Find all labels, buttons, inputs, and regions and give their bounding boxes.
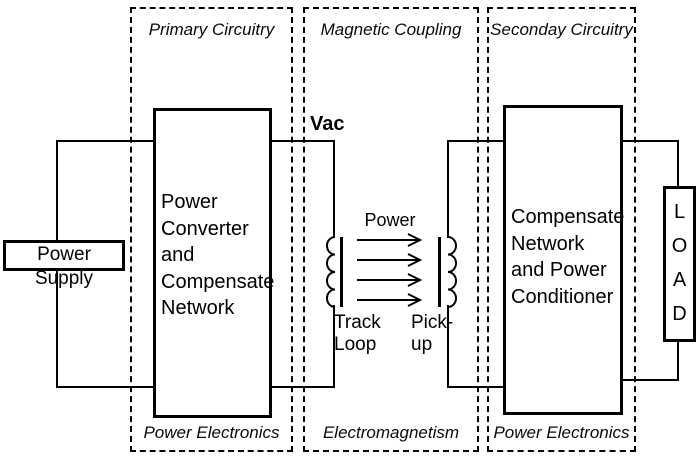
compensate-network-block: Compensate Network and Power Conditioner — [503, 105, 624, 415]
section-secondary-circuitry: Seconday Circuitry Power Electronics — [487, 7, 636, 452]
wire-load-bottom — [621, 379, 679, 381]
pickup-coil-icon — [447, 236, 457, 308]
wire-load-riser-bottom — [677, 339, 679, 381]
vac-label: Vac — [310, 113, 345, 135]
wire-pickup-riser-bottom — [447, 305, 449, 388]
power-converter-block: Power Converter and Compensate Network — [153, 108, 274, 418]
wire-converter-track-bottom — [270, 386, 335, 388]
wire-supply-bottom — [56, 386, 155, 388]
track-loop-label: Track Loop — [334, 312, 381, 355]
pickup-core-bar — [438, 237, 441, 307]
wire-supply-top — [56, 140, 155, 142]
wire-track-riser-top — [333, 140, 335, 238]
section-secondary-title: Seconday Circuitry — [490, 20, 633, 39]
track-loop-coil-icon — [326, 236, 336, 308]
power-supply-block: Power Supply — [3, 240, 125, 289]
section-magnetic-coupling: Magnetic Coupling Electromagnetism — [303, 7, 479, 452]
wire-pickup-riser-top — [447, 140, 449, 238]
wire-pickup-secondary-bottom — [447, 386, 506, 388]
power-flow-arrows-icon — [357, 233, 423, 307]
wire-supply-riser-bottom — [56, 268, 58, 388]
wire-track-riser-bottom — [333, 305, 335, 388]
wire-load-top — [621, 140, 679, 142]
section-coupling-footer: Electromagnetism — [322, 423, 460, 442]
wire-pickup-secondary-top — [447, 140, 506, 142]
track-loop-core-bar — [340, 237, 343, 307]
wire-supply-riser-top — [56, 140, 58, 242]
section-primary-title: Primary Circuitry — [148, 20, 275, 39]
section-coupling-title: Magnetic Coupling — [320, 20, 462, 39]
section-primary-circuitry: Primary Circuitry Power Electronics — [130, 7, 293, 452]
load-block: L O A D — [663, 186, 696, 342]
wire-converter-track-top — [270, 140, 335, 142]
wire-load-riser-top — [677, 140, 679, 188]
power-flow-label: Power — [364, 210, 416, 230]
section-secondary-footer: Power Electronics — [493, 423, 630, 442]
pick-up-label: Pick- up — [411, 312, 454, 355]
section-primary-footer: Power Electronics — [143, 423, 280, 442]
